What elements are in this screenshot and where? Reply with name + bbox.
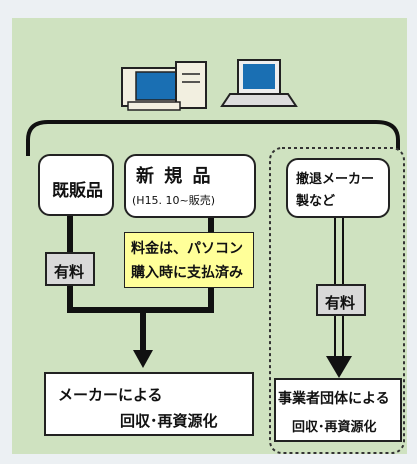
new-products-title: 新 規 品 [136,166,213,187]
fee-badge-left: 有料 [45,252,95,286]
association-recycling-line1: 事業者団体による [278,391,390,407]
prepaid-note-line1: 料金は、パソコン [131,241,243,257]
withdrawn-maker-line2: 製など [296,194,336,209]
prepaid-note-line2: 購入時に支払済み [131,265,243,281]
top-bracket [26,120,400,156]
prepaid-note: 料金は、パソコン 購入時に支払済み [124,232,254,288]
existing-products-label: 既販品 [52,181,103,201]
laptop-computer-icon [220,59,298,107]
maker-recycling-line2: 回収･再資源化 [120,412,218,430]
desktop-computer-icon [121,61,207,111]
association-recycling-line2: 回収･再資源化 [292,420,377,435]
new-products-box: 新 規 品 (H15. 10~販売) [124,154,256,218]
fee-label-right: 有料 [325,294,356,312]
existing-products-box: 既販品 [38,154,114,216]
maker-recycling-line1: メーカーによる [58,386,163,404]
right-group-frame [269,147,405,454]
arrow-to-association [326,356,352,378]
fee-badge-right: 有料 [316,284,366,316]
new-products-sale-period: (H15. 10~販売) [132,194,216,207]
fee-label-left: 有料 [54,263,85,281]
withdrawn-maker-line1: 撤退メーカー [296,172,375,187]
maker-recycling-box: メーカーによる 回収･再資源化 [44,372,254,436]
association-recycling-box: 事業者団体による 回収･再資源化 [274,378,402,442]
withdrawn-maker-box: 撤退メーカー 製など [286,158,390,218]
arrow-to-maker [133,350,153,368]
